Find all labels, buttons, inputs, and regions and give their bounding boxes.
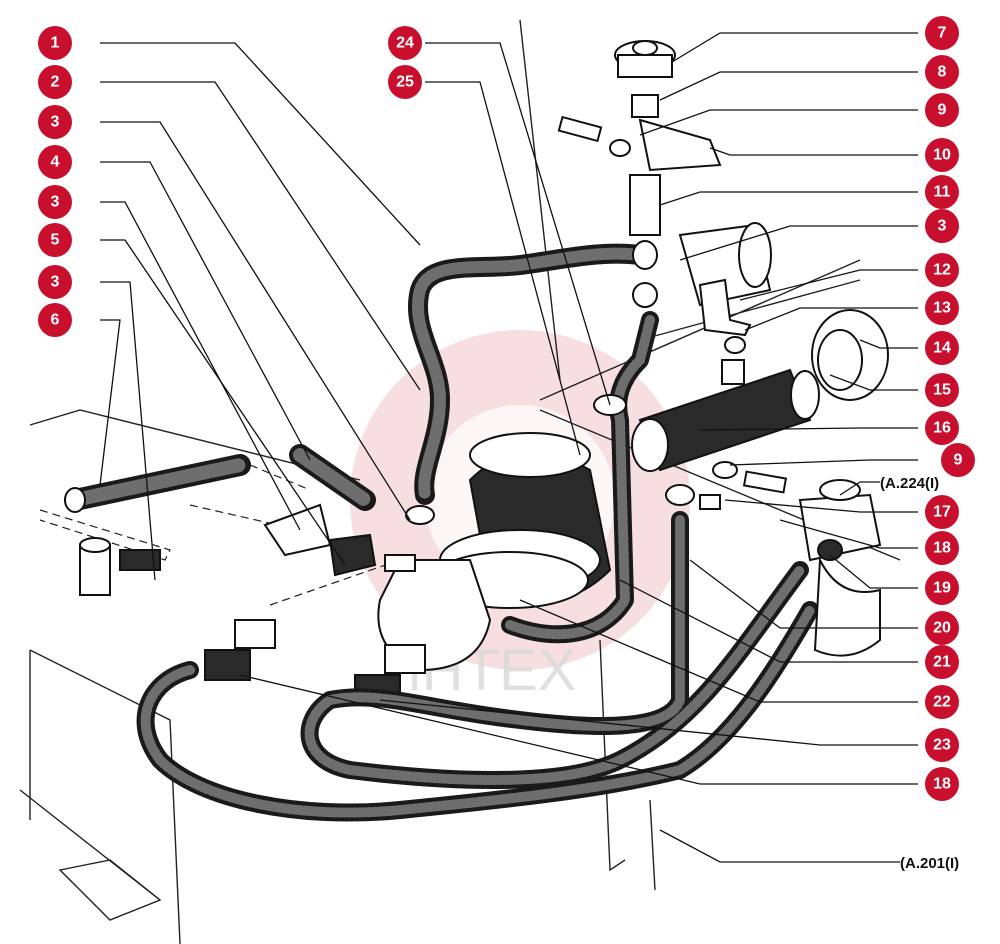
left-leader-lines bbox=[99, 42, 421, 581]
svg-text:3: 3 bbox=[51, 114, 60, 131]
callout-badge-21: 21 bbox=[925, 645, 959, 679]
top-callouts: 24 25 bbox=[388, 26, 422, 99]
hose-clamps-and-fasteners bbox=[405, 240, 788, 525]
callout-badge-4: 4 bbox=[38, 145, 72, 179]
left-callouts: 1 2 3 4 3 5 3 6 bbox=[38, 26, 72, 337]
reference-label-lower: (A.201(I) bbox=[900, 855, 959, 872]
filter-cover bbox=[811, 309, 889, 401]
callout-badge-20: 20 bbox=[925, 611, 959, 645]
svg-text:7: 7 bbox=[938, 25, 947, 42]
callout-badge-12: 12 bbox=[925, 253, 959, 287]
right-leader-lines bbox=[239, 32, 918, 863]
svg-text:3: 3 bbox=[51, 194, 60, 211]
svg-text:8: 8 bbox=[938, 64, 947, 81]
svg-text:14: 14 bbox=[933, 340, 951, 357]
callout-badge-19: 19 bbox=[925, 571, 959, 605]
svg-text:9: 9 bbox=[954, 452, 963, 469]
svg-text:18: 18 bbox=[933, 540, 951, 557]
svg-text:11: 11 bbox=[934, 184, 951, 201]
svg-text:21: 21 bbox=[933, 654, 951, 671]
callout-badge-22: 22 bbox=[925, 685, 959, 719]
callout-badge-25: 25 bbox=[388, 65, 422, 99]
svg-text:1: 1 bbox=[51, 35, 60, 52]
svg-text:23: 23 bbox=[933, 737, 951, 754]
callout-badge-5: 5 bbox=[38, 223, 72, 257]
svg-text:3: 3 bbox=[51, 274, 60, 291]
callout-badge-16: 16 bbox=[925, 411, 959, 445]
callout-badge-24: 24 bbox=[388, 26, 422, 60]
right-callouts: 7 8 9 10 11 3 12 13 14 15 16 9 17 18 19 … bbox=[925, 16, 975, 801]
svg-text:19: 19 bbox=[933, 580, 951, 597]
callout-badge-17: 17 bbox=[925, 495, 959, 529]
svg-text:4: 4 bbox=[51, 154, 60, 171]
svg-text:6: 6 bbox=[51, 312, 60, 329]
callout-badge-6: 6 bbox=[38, 303, 72, 337]
callout-badge-1: 1 bbox=[38, 26, 72, 60]
callout-badge-3b: 3 bbox=[38, 185, 72, 219]
callout-badge-3c: 3 bbox=[38, 265, 72, 299]
svg-text:16: 16 bbox=[933, 420, 951, 437]
strainer-cartridge bbox=[631, 368, 820, 472]
svg-text:9: 9 bbox=[938, 102, 947, 119]
callout-badge-3a: 3 bbox=[38, 105, 72, 139]
callout-badge-13: 13 bbox=[925, 291, 959, 325]
callout-badge-11: 11 bbox=[925, 175, 959, 209]
callout-badge-8: 8 bbox=[925, 55, 959, 89]
callout-badge-15: 15 bbox=[925, 373, 959, 407]
reference-label-upper: (A.224(I) bbox=[880, 475, 939, 492]
callout-badge-18b: 18 bbox=[925, 767, 959, 801]
svg-text:20: 20 bbox=[933, 620, 951, 637]
svg-text:22: 22 bbox=[933, 694, 951, 711]
callout-badge-9a: 9 bbox=[925, 93, 959, 127]
svg-text:3: 3 bbox=[938, 218, 947, 235]
svg-text:24: 24 bbox=[396, 35, 414, 52]
callout-badge-3d: 3 bbox=[925, 209, 959, 243]
callout-badge-18a: 18 bbox=[925, 531, 959, 565]
svg-text:17: 17 bbox=[933, 504, 951, 521]
svg-text:5: 5 bbox=[51, 232, 60, 249]
callout-badge-2: 2 bbox=[38, 65, 72, 99]
sediment-bowl bbox=[377, 554, 492, 672]
callout-badge-23: 23 bbox=[925, 728, 959, 762]
svg-text:10: 10 bbox=[933, 147, 951, 164]
svg-text:18: 18 bbox=[933, 776, 951, 793]
bleeder-screw-assembly bbox=[557, 40, 722, 236]
svg-text:15: 15 bbox=[933, 382, 951, 399]
callout-badge-14: 14 bbox=[925, 331, 959, 365]
svg-text:13: 13 bbox=[933, 300, 951, 317]
fuel-tap-valve bbox=[798, 479, 882, 657]
svg-text:2: 2 bbox=[51, 74, 60, 91]
svg-text:25: 25 bbox=[396, 74, 414, 91]
svg-text:12: 12 bbox=[933, 262, 951, 279]
callout-badge-10: 10 bbox=[925, 138, 959, 172]
chassis-outline bbox=[19, 19, 901, 944]
top-leader-lines bbox=[425, 42, 611, 456]
callout-badge-7: 7 bbox=[925, 16, 959, 50]
callout-badge-9b: 9 bbox=[941, 443, 975, 477]
